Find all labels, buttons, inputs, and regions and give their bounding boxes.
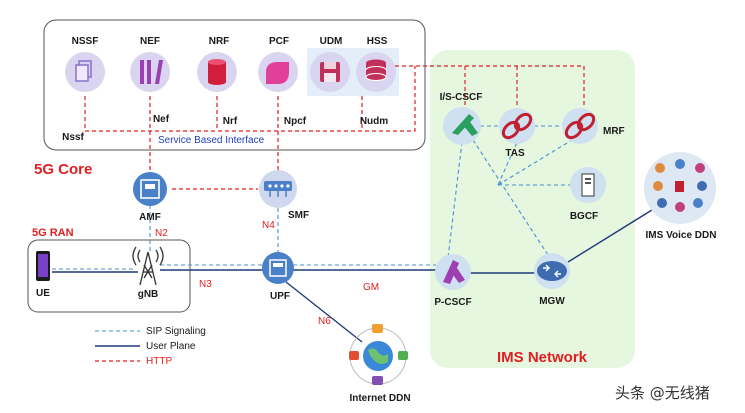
- mrf-icon[interactable]: [562, 108, 598, 144]
- tas-icon[interactable]: [499, 108, 535, 144]
- ran-title: 5G RAN: [32, 227, 74, 239]
- watermark: 头条 @无线猪: [615, 384, 710, 402]
- sip-lines: [52, 125, 573, 270]
- nef-icon[interactable]: [130, 52, 170, 92]
- core-region: [43, 19, 426, 151]
- iface-gm: GM: [363, 282, 379, 293]
- internet-ddn-label: Internet DDN: [349, 393, 410, 404]
- pcscf-label: P-CSCF: [434, 297, 471, 308]
- hss-icon[interactable]: [356, 52, 396, 92]
- ran-region: [27, 239, 191, 313]
- hss-label: HSS: [367, 36, 388, 47]
- nef-label: NEF: [140, 36, 160, 47]
- bgcf-label: BGCF: [570, 211, 598, 222]
- amf-label: AMF: [139, 212, 161, 223]
- ue-label: UE: [36, 288, 50, 299]
- iface-nrf: Nrf: [223, 116, 238, 127]
- sbi-title: Service Based Interface: [158, 135, 265, 146]
- nrf-label: NRF: [209, 36, 230, 47]
- bgcf-icon[interactable]: [570, 167, 606, 203]
- ims-title: IMS Network: [497, 349, 588, 366]
- internet-ddn-icon[interactable]: [349, 324, 408, 385]
- core-title: 5G Core: [34, 161, 92, 178]
- gnb-label: gNB: [138, 289, 159, 300]
- udm-icon[interactable]: [310, 52, 350, 92]
- user-plane-lines: [52, 204, 661, 343]
- nssf-label: NSSF: [72, 36, 99, 47]
- iface-nef: Nef: [153, 114, 170, 125]
- upf-label: UPF: [270, 291, 290, 302]
- legend-http: HTTP: [146, 356, 172, 367]
- gnb-icon[interactable]: [132, 246, 164, 286]
- legend: SIP Signaling User Plane HTTP: [95, 326, 206, 367]
- iface-n2: N2: [155, 228, 168, 239]
- sbi-bus: [84, 66, 416, 132]
- iface-npcf: Npcf: [284, 116, 307, 127]
- pcf-label: PCF: [269, 36, 289, 47]
- ims-voice-ddn-icon[interactable]: [644, 152, 716, 224]
- iscscf-icon[interactable]: [443, 107, 481, 145]
- iface-nudm: Nudm: [360, 116, 388, 127]
- pcscf-icon[interactable]: [435, 254, 471, 290]
- ims-voice-ddn-label: IMS Voice DDN: [646, 230, 717, 241]
- iface-nssf: Nssf: [62, 132, 84, 143]
- amf-icon[interactable]: [133, 172, 167, 206]
- nssf-icon[interactable]: [65, 52, 105, 92]
- ue-icon[interactable]: [36, 251, 50, 281]
- iface-n3: N3: [199, 279, 212, 290]
- http-lines: [84, 65, 585, 190]
- smf-icon[interactable]: [259, 170, 297, 208]
- smf-label: SMF: [288, 210, 309, 221]
- iface-n4: N4: [262, 220, 275, 231]
- nrf-icon[interactable]: [197, 52, 237, 92]
- upf-icon[interactable]: [262, 252, 294, 284]
- pcf-icon[interactable]: [258, 52, 298, 92]
- mgw-label: MGW: [539, 296, 565, 307]
- udm-label: UDM: [320, 36, 343, 47]
- mgw-icon[interactable]: [534, 253, 570, 289]
- iscscf-label: I/S-CSCF: [440, 92, 483, 103]
- legend-user-plane: User Plane: [146, 341, 196, 352]
- mrf-label: MRF: [603, 126, 625, 137]
- legend-sip: SIP Signaling: [146, 326, 206, 337]
- tas-label: TAS: [505, 148, 525, 159]
- iface-n6: N6: [318, 316, 331, 327]
